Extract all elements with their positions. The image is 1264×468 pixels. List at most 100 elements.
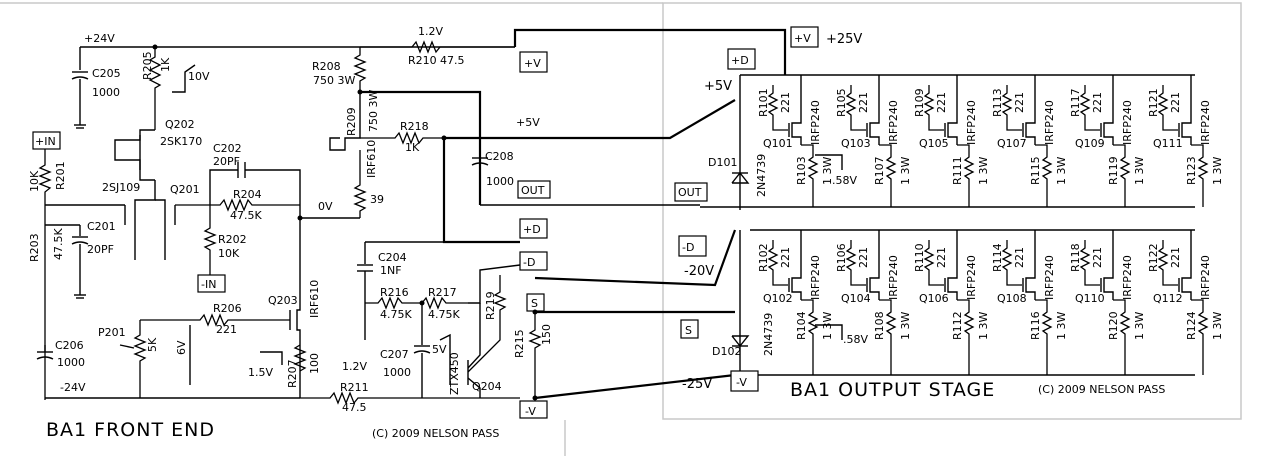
terminal-in-neg[interactable] — [197, 274, 226, 293]
r124-resistor — [1191, 299, 1209, 375]
out-terminal-vpos[interactable] — [790, 26, 819, 48]
r116-value: 1 3W — [1055, 312, 1068, 340]
r115-value: 1 3W — [1055, 157, 1068, 185]
q105-label: Q105 — [919, 137, 949, 150]
c206-label: C206 — [55, 339, 84, 352]
out-terminal-dpos-label: +D — [731, 54, 749, 67]
q201-label: Q201 — [170, 183, 200, 196]
p201-wiper-icon — [119, 344, 135, 349]
q203-part: IRF610 — [308, 280, 321, 318]
terminal-dpos[interactable] — [519, 218, 548, 239]
r204-value: 47.5K — [230, 209, 262, 222]
q103-mosfet — [869, 75, 880, 145]
r217-value: 4.75K — [428, 308, 460, 321]
r102-label: R102 — [757, 243, 770, 272]
r109-label: R109 — [913, 88, 926, 117]
d101-label: D101 — [708, 156, 737, 169]
q105-part: IRFP240 — [965, 100, 978, 145]
out-terminal-s[interactable] — [680, 319, 699, 339]
q111-mosfet — [1181, 75, 1192, 145]
dneg-link-wire — [534, 229, 737, 287]
q107-label: Q107 — [997, 137, 1027, 150]
out-terminal-out[interactable] — [674, 182, 708, 202]
terminal-out-label: OUT — [521, 184, 545, 197]
q106-label: Q106 — [919, 292, 949, 305]
terminal-dneg-label: -D — [523, 256, 535, 269]
r108-resistor — [879, 299, 897, 375]
r123-label: R123 — [1185, 156, 1198, 185]
terminal-vneg[interactable] — [519, 400, 548, 419]
r217-label: R217 — [428, 286, 457, 299]
output-stage-frame — [662, 2, 1242, 420]
r111-label: R111 — [951, 156, 964, 185]
r113-label: R113 — [991, 88, 1004, 117]
r118-resistor — [1079, 240, 1100, 286]
r219-label: R219 — [484, 291, 497, 320]
r215-resistor — [360, 131, 480, 145]
v5-label: 5V — [432, 343, 447, 356]
q110-mosfet — [1103, 230, 1114, 300]
p201-pot — [133, 320, 147, 398]
r102-resistor — [767, 240, 788, 286]
v10-arrow-icon — [172, 64, 196, 93]
d102-zener — [731, 335, 750, 348]
r205-resistor — [148, 47, 162, 130]
c205-value: 1000 — [92, 86, 120, 99]
q108-label: Q108 — [997, 292, 1027, 305]
v1-5-label: 1.5V — [248, 366, 273, 379]
c202-value: 20PF — [213, 155, 240, 168]
v1-5-arrow-icon — [260, 351, 283, 365]
r216-r217-resistors — [365, 296, 468, 310]
q111-label: Q111 — [1153, 137, 1183, 150]
r204-label: R204 — [233, 188, 262, 201]
r108-value: 1 3W — [899, 312, 912, 340]
c201-label: C201 — [87, 220, 116, 233]
out-terminal-dneg[interactable] — [678, 235, 707, 257]
out-terminal-vneg[interactable] — [730, 370, 759, 392]
r121-label: R121 — [1147, 88, 1160, 117]
c208-label: C208 — [485, 150, 514, 163]
out-neg20v-label: -20V — [684, 264, 714, 279]
r105-label: R105 — [835, 88, 848, 117]
r114-resistor — [1001, 240, 1022, 286]
out-terminal-dpos[interactable] — [727, 48, 756, 70]
terminal-out[interactable] — [517, 180, 551, 199]
r39-resistor — [353, 150, 367, 218]
r210-label: R210 — [408, 54, 437, 67]
terminal-in-pos[interactable] — [32, 131, 61, 150]
r107-label: R107 — [873, 156, 886, 185]
rail-24v-label: +24V — [84, 32, 115, 45]
output-stage-copyright: (C) 2009 NELSON PASS — [1038, 383, 1165, 396]
out-terminal-vpos-label: +V — [794, 32, 811, 45]
r103-resistor — [801, 144, 819, 207]
bias-bottom-arrow-icon — [815, 324, 843, 340]
plus5v-link-wire — [444, 99, 736, 140]
out-terminal-dneg-label: -D — [682, 241, 694, 254]
r118-label: R118 — [1069, 243, 1082, 272]
out-bias-bottom-label: .58V — [843, 333, 868, 346]
plus5v-label: +5V — [516, 116, 540, 129]
r119-resistor — [1113, 144, 1131, 207]
q203-transistor — [296, 205, 301, 398]
r219-resistor — [467, 275, 507, 373]
r201-label: R201 — [54, 161, 67, 190]
q204-label: Q204 — [472, 380, 502, 393]
r117-label: R117 — [1069, 88, 1082, 117]
r108-label: R108 — [873, 311, 886, 340]
c202-label: C202 — [213, 142, 242, 155]
r211-label: R211 — [340, 381, 369, 394]
r119-value: 1 3W — [1133, 157, 1146, 185]
r106-value: 221 — [857, 247, 870, 268]
p201-label: P201 — [98, 326, 126, 339]
r120-label: R120 — [1107, 311, 1120, 340]
terminal-dneg[interactable] — [519, 251, 548, 271]
terminal-vpos[interactable] — [519, 51, 548, 73]
zero-volt-label: 0V — [318, 200, 333, 213]
q203-label: Q203 — [268, 294, 298, 307]
out-plus5v-label: +5V — [704, 79, 732, 94]
